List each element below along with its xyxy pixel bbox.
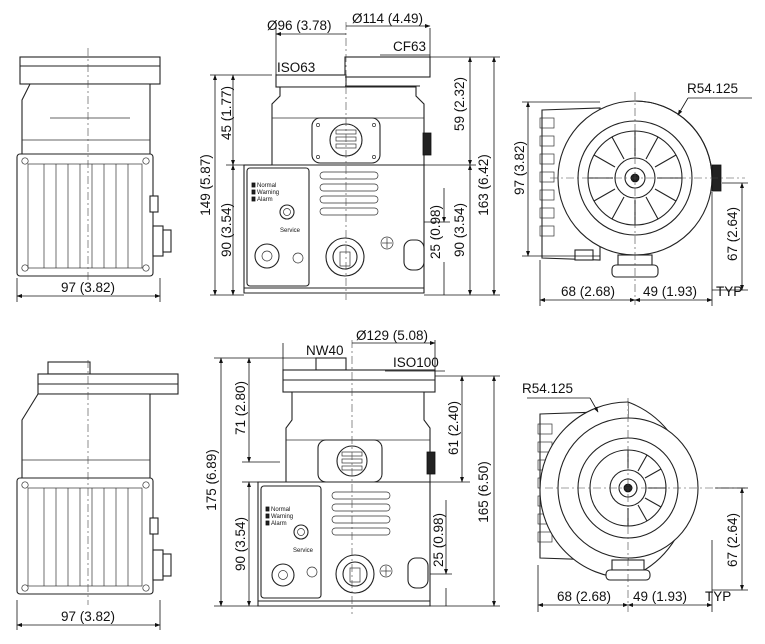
bottom-front-port-height: 25 (0.98) — [431, 513, 446, 567]
top-front-slots — [319, 171, 379, 216]
top-front-view: Normal Warning Alarm Service — [198, 11, 500, 300]
bottom-top-typ: TYP — [705, 589, 731, 604]
bottom-front-slots — [331, 491, 391, 536]
svg-text:Warning: Warning — [271, 514, 293, 520]
top-top-radius: R54.125 — [687, 81, 738, 96]
svg-text:Service: Service — [293, 548, 314, 554]
top-top-fins — [539, 117, 555, 237]
bottom-top-view: R54.125 67 (2.64) 68 (2.68) 49 (1.93) TY… — [522, 381, 748, 612]
svg-text:Normal: Normal — [257, 183, 276, 189]
top-front-cf-total-height: 163 (6.42) — [476, 154, 491, 216]
top-front-upper-height: 45 (1.77) — [219, 86, 234, 140]
bottom-top-right-width: 49 (1.93) — [633, 589, 687, 604]
top-top-inlet-height: 67 (2.64) — [725, 207, 740, 261]
top-side-width-label: 97 (3.82) — [61, 280, 115, 295]
svg-text:Normal: Normal — [271, 507, 290, 513]
top-top-right-width: 49 (1.93) — [643, 284, 697, 299]
bottom-side-fins — [43, 488, 129, 586]
top-front-iso-label: ISO63 — [277, 60, 315, 75]
top-front-iso-diameter: Ø96 (3.78) — [267, 18, 332, 33]
top-side-view: 97 (3.82) — [16, 48, 172, 302]
top-top-view: R54.125 97 (3.82) 67 (2.64) 68 (2.68) 49… — [512, 81, 752, 306]
bottom-side-width-label: 97 (3.82) — [61, 609, 115, 624]
bottom-top-left-width: 68 (2.68) — [557, 589, 611, 604]
top-top-height: 97 (3.82) — [512, 141, 527, 195]
top-top-typ: TYP — [716, 284, 742, 299]
top-front-port-height: 25 (0.98) — [428, 205, 443, 259]
bottom-front-upper-height: 71 (2.80) — [233, 381, 248, 435]
bottom-front-total-height: 175 (6.89) — [204, 449, 219, 511]
svg-text:Alarm: Alarm — [257, 197, 273, 203]
top-front-cf-upper-height: 59 (2.32) — [452, 77, 467, 131]
bottom-front-iso-upper-height: 61 (2.40) — [446, 401, 461, 455]
top-front-cf-label: CF63 — [393, 39, 426, 54]
top-top-left-width: 68 (2.68) — [561, 284, 615, 299]
top-front-lower-height: 90 (3.54) — [219, 203, 234, 257]
bottom-front-iso-total-height: 165 (6.50) — [476, 461, 491, 523]
bottom-front-nw-label: NW40 — [306, 343, 344, 358]
svg-text:Warning: Warning — [257, 190, 279, 196]
bottom-front-diameter: Ø129 (5.08) — [356, 328, 428, 343]
top-front-cf-lower-height: 90 (3.54) — [452, 203, 467, 257]
top-front-cf-diameter: Ø114 (4.49) — [352, 11, 423, 26]
bottom-front-iso-label: ISO100 — [393, 355, 439, 370]
bottom-front-view: Normal Warning Alarm Service Ø129 ( — [204, 328, 500, 614]
svg-text:Service: Service — [280, 228, 301, 234]
top-front-total-height: 149 (5.87) — [198, 154, 213, 216]
bottom-top-inlet-height: 67 (2.64) — [725, 513, 740, 567]
svg-text:Alarm: Alarm — [271, 521, 287, 527]
bottom-top-radius: R54.125 — [522, 381, 573, 396]
bottom-front-lower-height: 90 (3.54) — [233, 517, 248, 571]
top-side-fins — [43, 164, 129, 268]
bottom-side-view: 97 (3.82) — [16, 360, 179, 630]
